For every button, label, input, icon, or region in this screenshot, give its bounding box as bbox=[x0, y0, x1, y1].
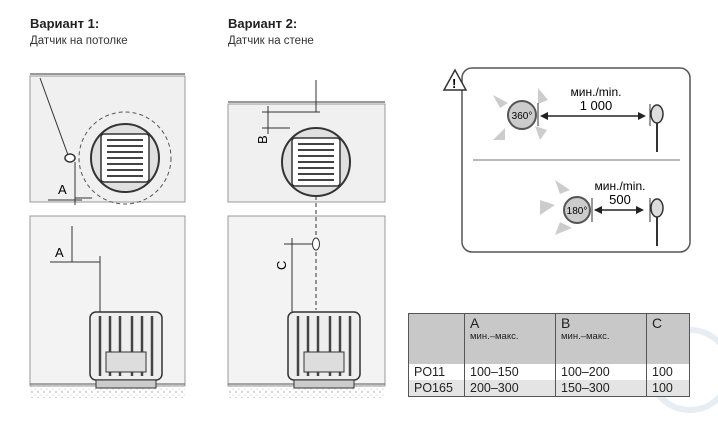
variant2-title: Вариант 2: bbox=[228, 16, 298, 31]
min-label-bottom: мин./min. bbox=[595, 179, 646, 193]
variant1-title: Вариант 1: bbox=[30, 16, 100, 31]
airflow-180-icon bbox=[540, 180, 572, 235]
table-row: PO165 200–300 150–300 100 bbox=[408, 380, 690, 397]
angle-360-label: 360° bbox=[512, 111, 533, 122]
cell: 200–300 bbox=[464, 380, 556, 397]
min-distance-top: 1 000 bbox=[580, 98, 613, 113]
cell: PO165 bbox=[408, 380, 465, 397]
variant2-room: B C bbox=[227, 80, 386, 398]
col-a-sub: мин.–макс. bbox=[470, 331, 519, 342]
min-label-top: мин./min. bbox=[571, 85, 622, 99]
warning-icon bbox=[442, 68, 468, 91]
dim-c-label: C bbox=[274, 261, 289, 270]
sensor-icon-bottom bbox=[650, 198, 664, 218]
angle-180-label: 180° bbox=[567, 206, 588, 217]
table-row: PO11 100–150 100–200 100 bbox=[408, 364, 690, 380]
min-distance-bottom: 500 bbox=[609, 192, 631, 207]
cell: 100–200 bbox=[555, 364, 647, 380]
variant1-subtitle: Датчик на потолке bbox=[30, 35, 128, 47]
col-c-header: C bbox=[652, 315, 663, 331]
cell: 100 bbox=[646, 380, 690, 397]
warning-panel: ! 360° мин./min. 1 000 180° bbox=[442, 67, 691, 253]
variant1-room: A A bbox=[29, 73, 186, 398]
dim-b-label: B bbox=[255, 135, 270, 144]
col-a-header: A bbox=[470, 315, 480, 331]
svg-text:!: ! bbox=[452, 76, 456, 91]
cell: 100 bbox=[646, 364, 690, 380]
col-b-header: B bbox=[561, 315, 571, 331]
cell: 150–300 bbox=[555, 380, 647, 397]
variant2-subtitle: Датчик на стене bbox=[228, 35, 314, 47]
dim-a-top-label: A bbox=[58, 182, 67, 197]
wall-sensor-icon bbox=[312, 237, 320, 251]
airflow-360-icon bbox=[493, 88, 548, 140]
sensor-icon-top bbox=[650, 104, 664, 124]
ceiling-sensor-icon bbox=[64, 153, 76, 163]
col-b-sub: мин.–макс. bbox=[561, 331, 610, 342]
cell: 100–150 bbox=[464, 364, 556, 380]
dim-a-bottom-label: A bbox=[55, 245, 64, 260]
cell: PO11 bbox=[408, 364, 465, 380]
